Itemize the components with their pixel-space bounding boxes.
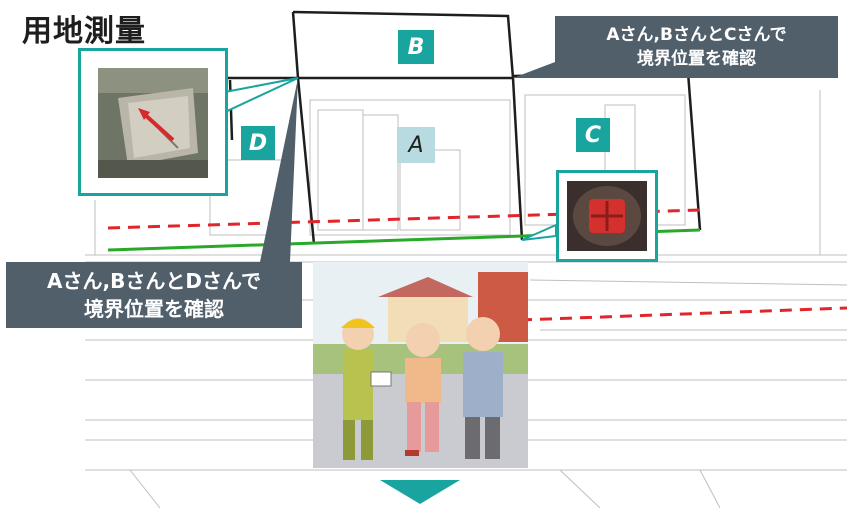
callout-abd-line2: 境界位置を確認 [84, 297, 224, 321]
illustration-frame [313, 262, 528, 468]
abd-callout-pointer [260, 78, 298, 262]
abc-callout-pointer [513, 62, 555, 78]
parcel-label-c: C [576, 118, 610, 152]
boundary-stake-photo [98, 68, 208, 178]
boundary-red-dashed-lower [519, 306, 847, 322]
red-marker-photo-frame [556, 170, 658, 262]
parcel-label-b: B [398, 30, 434, 64]
boundary-stake-photo-frame [78, 48, 228, 196]
callout-abc-confirm: Aさん,BさんとCさんで 境界位置を確認 [555, 16, 838, 78]
callout-abc-line2: 境界位置を確認 [637, 49, 756, 69]
marker-photo-pointer [521, 223, 557, 241]
page-title: 用地測量 [22, 14, 146, 49]
callout-abd-line1: Aさん,BさんとDさんで [47, 269, 261, 293]
parcel-label-d: D [241, 126, 275, 160]
down-arrow-icon [380, 480, 460, 504]
callout-abc-line1: Aさん,BさんとCさんで [606, 25, 787, 45]
stake-photo-pointer [224, 77, 299, 114]
callout-abd-confirm: Aさん,BさんとDさんで 境界位置を確認 [6, 262, 302, 328]
red-marker-photo [567, 181, 647, 251]
surveyor-illustration [313, 262, 528, 468]
parcel-label-a: A [397, 127, 435, 163]
